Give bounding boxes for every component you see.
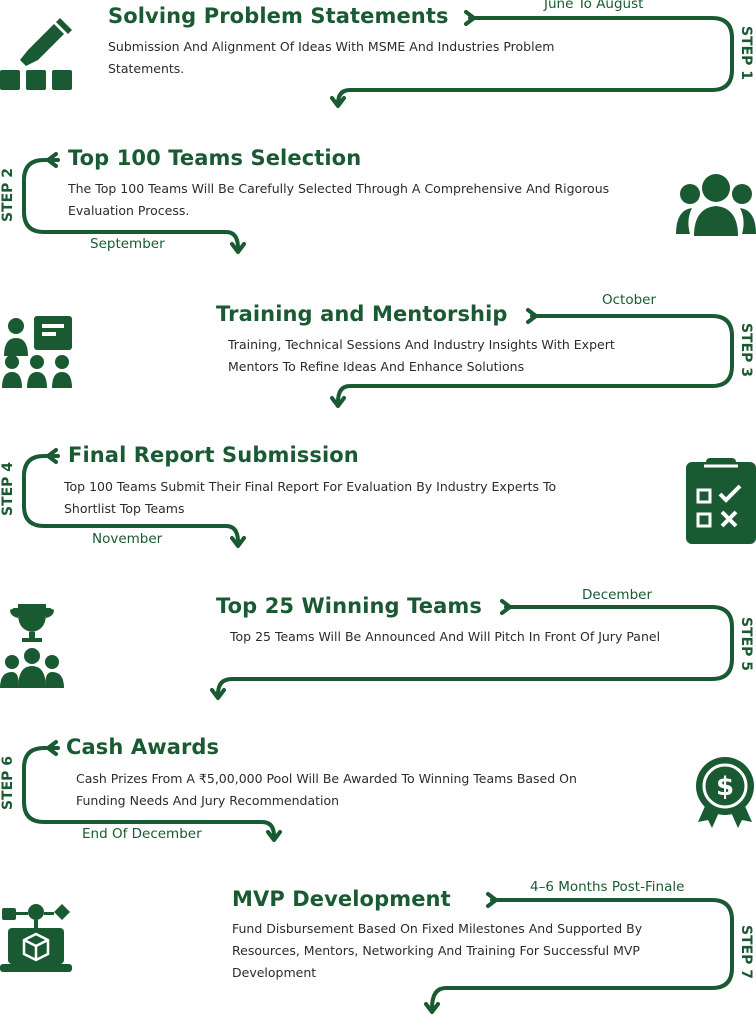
connector-step-1 [336, 16, 734, 106]
arrow-step-7 [424, 1002, 440, 1014]
svg-text:$: $ [716, 772, 734, 802]
connector-step-7 [430, 898, 734, 1010]
step-2-description: The Top 100 Teams Will Be Carefully Sele… [68, 181, 610, 218]
step-4-description: Top 100 Teams Submit Their Final Report … [64, 479, 557, 516]
team-group-icon [676, 174, 756, 236]
arrow-step-5 [210, 688, 226, 700]
step-6-description: Cash Prizes From A ₹5,00,000 Pool Will B… [76, 771, 577, 808]
step-2-date: September [90, 236, 165, 252]
step-1-date: June To August [544, 0, 644, 12]
arrow-step-6 [266, 830, 282, 842]
dollar-badge-icon: $ [696, 757, 754, 828]
checklist-icon [686, 458, 756, 544]
chevron-step-5 [500, 599, 512, 615]
step-6-label: STEP 6 [0, 755, 16, 811]
step-3-label: STEP 3 [738, 322, 754, 378]
step-1-title: Solving Problem Statements [108, 4, 449, 28]
step-5-title: Top 25 Winning Teams [216, 594, 482, 618]
step-7-label: STEP 7 [738, 924, 754, 980]
step-7-title: MVP Development [232, 887, 451, 911]
pen-blocks-icon [0, 18, 72, 90]
step-5-label: STEP 5 [738, 616, 754, 672]
chevron-step-6 [46, 740, 58, 756]
trophy-team-icon [0, 604, 64, 688]
step-1-description: Submission And Alignment Of Ideas With M… [108, 39, 555, 76]
connector-step-3 [336, 314, 734, 404]
step-7-description: Fund Disbursement Based On Fixed Milesto… [232, 921, 643, 980]
step-3-description: Training, Technical Sessions And Industr… [228, 337, 615, 374]
step-1-label: STEP 1 [738, 25, 754, 81]
step-4-date: November [92, 531, 163, 547]
connector-step-4 [22, 454, 240, 544]
step-2-title: Top 100 Teams Selection [68, 146, 362, 170]
chevron-step-1 [464, 10, 476, 26]
step-6-title: Cash Awards [66, 735, 220, 759]
chevron-step-7 [486, 892, 498, 908]
step-5-description: Top 25 Teams Will Be Announced And Will … [230, 629, 661, 644]
classroom-icon [2, 316, 72, 388]
step-4-label: STEP 4 [0, 461, 16, 517]
arrow-step-2 [230, 242, 246, 254]
step-3-title: Training and Mentorship [216, 302, 508, 326]
connector-step-2 [22, 158, 240, 250]
connector-step-6 [22, 746, 276, 838]
step-3-date: October [602, 292, 657, 308]
arrow-step-4 [230, 536, 246, 548]
step-2-label: STEP 2 [0, 167, 16, 223]
chevron-step-2 [46, 152, 58, 168]
step-7-date: 4–6 Months Post-Finale [530, 879, 685, 895]
connector-step-5 [216, 605, 734, 696]
arrow-step-1 [330, 96, 346, 108]
arrow-step-3 [330, 396, 346, 408]
step-4-title: Final Report Submission [68, 443, 359, 467]
step-5-date: December [582, 587, 653, 603]
laptop-network-icon [0, 904, 72, 972]
chevron-step-4 [46, 448, 58, 464]
step-6-date: End Of December [82, 826, 202, 842]
chevron-step-3 [526, 308, 538, 324]
